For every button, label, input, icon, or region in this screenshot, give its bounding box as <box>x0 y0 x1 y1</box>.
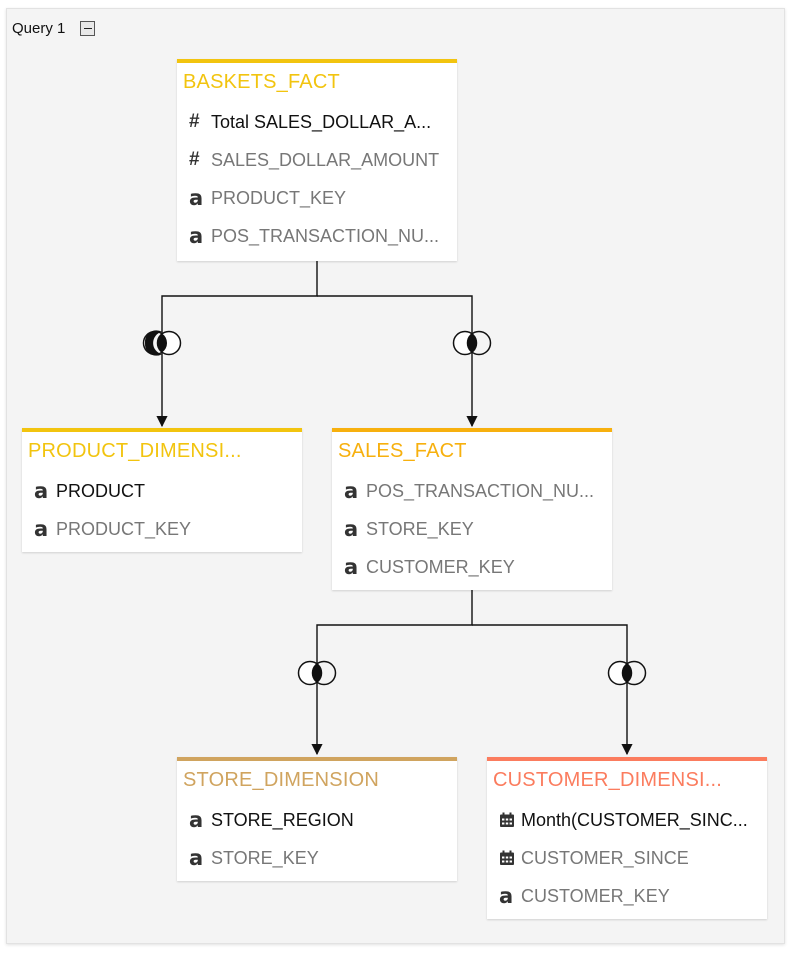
column-name: PRODUCT_KEY <box>211 187 347 208</box>
text-a-icon: a <box>344 555 359 579</box>
column-name: STORE_KEY <box>366 518 474 539</box>
table-column[interactable]: # Total SALES_DOLLAR_A... <box>177 103 457 141</box>
column-name: POS_TRANSACTION_NU... <box>211 225 440 246</box>
table-column[interactable]: CUSTOMER_SINCE <box>487 839 767 877</box>
table-column[interactable]: a STORE_KEY <box>177 839 457 877</box>
connector-baskets-sales <box>317 295 478 428</box>
table-title: BASKETS_FACT <box>183 71 340 93</box>
column-name: CUSTOMER_KEY <box>521 885 670 906</box>
hash-icon: # <box>189 111 200 132</box>
column-name: PRODUCT <box>56 480 145 501</box>
inner-join-icon[interactable] <box>607 660 647 686</box>
column-name: PRODUCT_KEY <box>56 518 192 539</box>
text-a-icon: a <box>344 517 359 541</box>
connector-baskets-product <box>156 261 318 428</box>
table-color-bar <box>487 757 767 761</box>
column-name: Total SALES_DOLLAR_A... <box>211 111 432 132</box>
table-customer-dimension[interactable]: CUSTOMER_DIMENSI... Month(CUSTOMER_SINC.… <box>487 757 767 919</box>
table-color-bar <box>332 428 612 432</box>
hash-icon: # <box>189 149 200 170</box>
text-a-icon: a <box>34 479 49 503</box>
column-name: CUSTOMER_KEY <box>366 556 515 577</box>
minus-icon <box>83 27 92 30</box>
table-column[interactable]: Month(CUSTOMER_SINC... <box>487 801 767 839</box>
query-title: Query 1 <box>12 20 66 37</box>
table-column[interactable]: # SALES_DOLLAR_AMOUNT <box>177 141 457 179</box>
inner-join-icon[interactable] <box>452 330 492 356</box>
table-color-bar <box>177 757 457 761</box>
table-title: CUSTOMER_DIMENSI... <box>493 769 723 791</box>
table-column[interactable]: a STORE_KEY <box>332 510 612 548</box>
text-a-icon: a <box>189 846 204 870</box>
table-title: SALES_FACT <box>338 440 467 462</box>
column-name: CUSTOMER_SINCE <box>521 847 689 868</box>
calendar-icon <box>499 850 521 866</box>
text-a-icon: a <box>344 479 359 503</box>
table-column[interactable]: a CUSTOMER_KEY <box>487 877 767 915</box>
column-name: POS_TRANSACTION_NU... <box>366 480 595 501</box>
table-column[interactable]: a PRODUCT <box>22 472 302 510</box>
table-column[interactable]: a POS_TRANSACTION_NU... <box>177 217 457 255</box>
collapse-button[interactable] <box>80 21 95 36</box>
text-a-icon: a <box>189 224 204 248</box>
text-a-icon: a <box>189 808 204 832</box>
table-color-bar <box>22 428 302 432</box>
table-column[interactable]: a STORE_REGION <box>177 801 457 839</box>
connector-sales-store <box>311 590 473 756</box>
text-a-icon: a <box>34 517 49 541</box>
table-color-bar <box>177 59 457 63</box>
table-baskets-fact[interactable]: BASKETS_FACT # Total SALES_DOLLAR_A... # SA… <box>177 59 457 261</box>
column-name: STORE_REGION <box>211 809 354 830</box>
table-column[interactable]: a PRODUCT_KEY <box>22 510 302 548</box>
column-name: SALES_DOLLAR_AMOUNT <box>211 149 440 170</box>
text-a-icon: a <box>189 186 204 210</box>
table-title: PRODUCT_DIMENSI... <box>28 440 242 462</box>
left-join-icon[interactable] <box>142 330 182 356</box>
calendar-icon <box>499 812 521 828</box>
column-name: STORE_KEY <box>211 847 319 868</box>
table-column[interactable]: a PRODUCT_KEY <box>177 179 457 217</box>
column-name: Month(CUSTOMER_SINC... <box>521 809 748 830</box>
table-title: STORE_DIMENSION <box>183 769 379 791</box>
table-column[interactable]: a CUSTOMER_KEY <box>332 548 612 586</box>
table-column[interactable]: a POS_TRANSACTION_NU... <box>332 472 612 510</box>
text-a-icon: a <box>499 884 514 908</box>
inner-join-icon[interactable] <box>297 660 337 686</box>
connector-sales-customer <box>472 624 633 756</box>
